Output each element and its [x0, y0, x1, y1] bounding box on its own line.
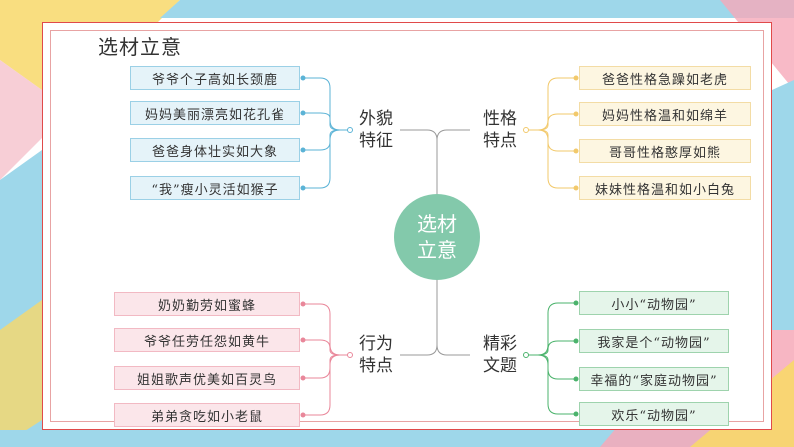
topic-item: 欢乐“动物园” [579, 402, 729, 426]
behavior-item: 姐姐歌声优美如百灵鸟 [114, 366, 300, 390]
center-label-line1: 选材 [417, 212, 457, 236]
page-title: 选材立意 [98, 35, 182, 59]
center-label-line2: 立意 [417, 238, 457, 262]
topic-item: 小小“动物园” [579, 291, 729, 315]
appearance-item: “我”瘦小灵活如猴子 [130, 176, 300, 200]
behavior-item: 弟弟贪吃如小老鼠 [114, 403, 300, 427]
topic-item: 我家是个“动物园” [579, 329, 729, 353]
branch-appearance: 外貌 特征 [356, 108, 396, 152]
personality-item: 妈妈性格温和如绵羊 [579, 102, 751, 126]
branch-appearance-line1: 外貌 [359, 109, 393, 129]
branch-topics-line1: 精彩 [483, 334, 517, 354]
branch-topics: 精彩 文题 [480, 333, 520, 377]
topic-item: 幸福的“家庭动物园” [579, 367, 729, 391]
appearance-item: 妈妈美丽漂亮如花孔雀 [130, 101, 300, 125]
appearance-item: 爸爸身体壮实如大象 [130, 138, 300, 162]
branch-behavior-line1: 行为 [359, 334, 393, 354]
behavior-item: 爷爷任劳任怨如黄牛 [114, 328, 300, 352]
branch-personality: 性格 特点 [480, 108, 520, 152]
personality-item: 哥哥性格憨厚如熊 [579, 139, 751, 163]
branch-behavior: 行为 特点 [356, 333, 396, 377]
branch-personality-line1: 性格 [483, 109, 517, 129]
branch-topics-line2: 文题 [483, 356, 517, 376]
behavior-item: 奶奶勤劳如蜜蜂 [114, 292, 300, 316]
appearance-item: 爷爷个子高如长颈鹿 [130, 66, 300, 90]
personality-item: 爸爸性格急躁如老虎 [579, 66, 751, 90]
branch-behavior-line2: 特点 [359, 356, 393, 376]
branch-appearance-line2: 特征 [359, 131, 393, 151]
personality-item: 妹妹性格温和如小白兔 [579, 176, 751, 200]
center-node: 选材 立意 [394, 194, 480, 280]
inner-frame [50, 30, 764, 422]
branch-personality-line2: 特点 [483, 131, 517, 151]
